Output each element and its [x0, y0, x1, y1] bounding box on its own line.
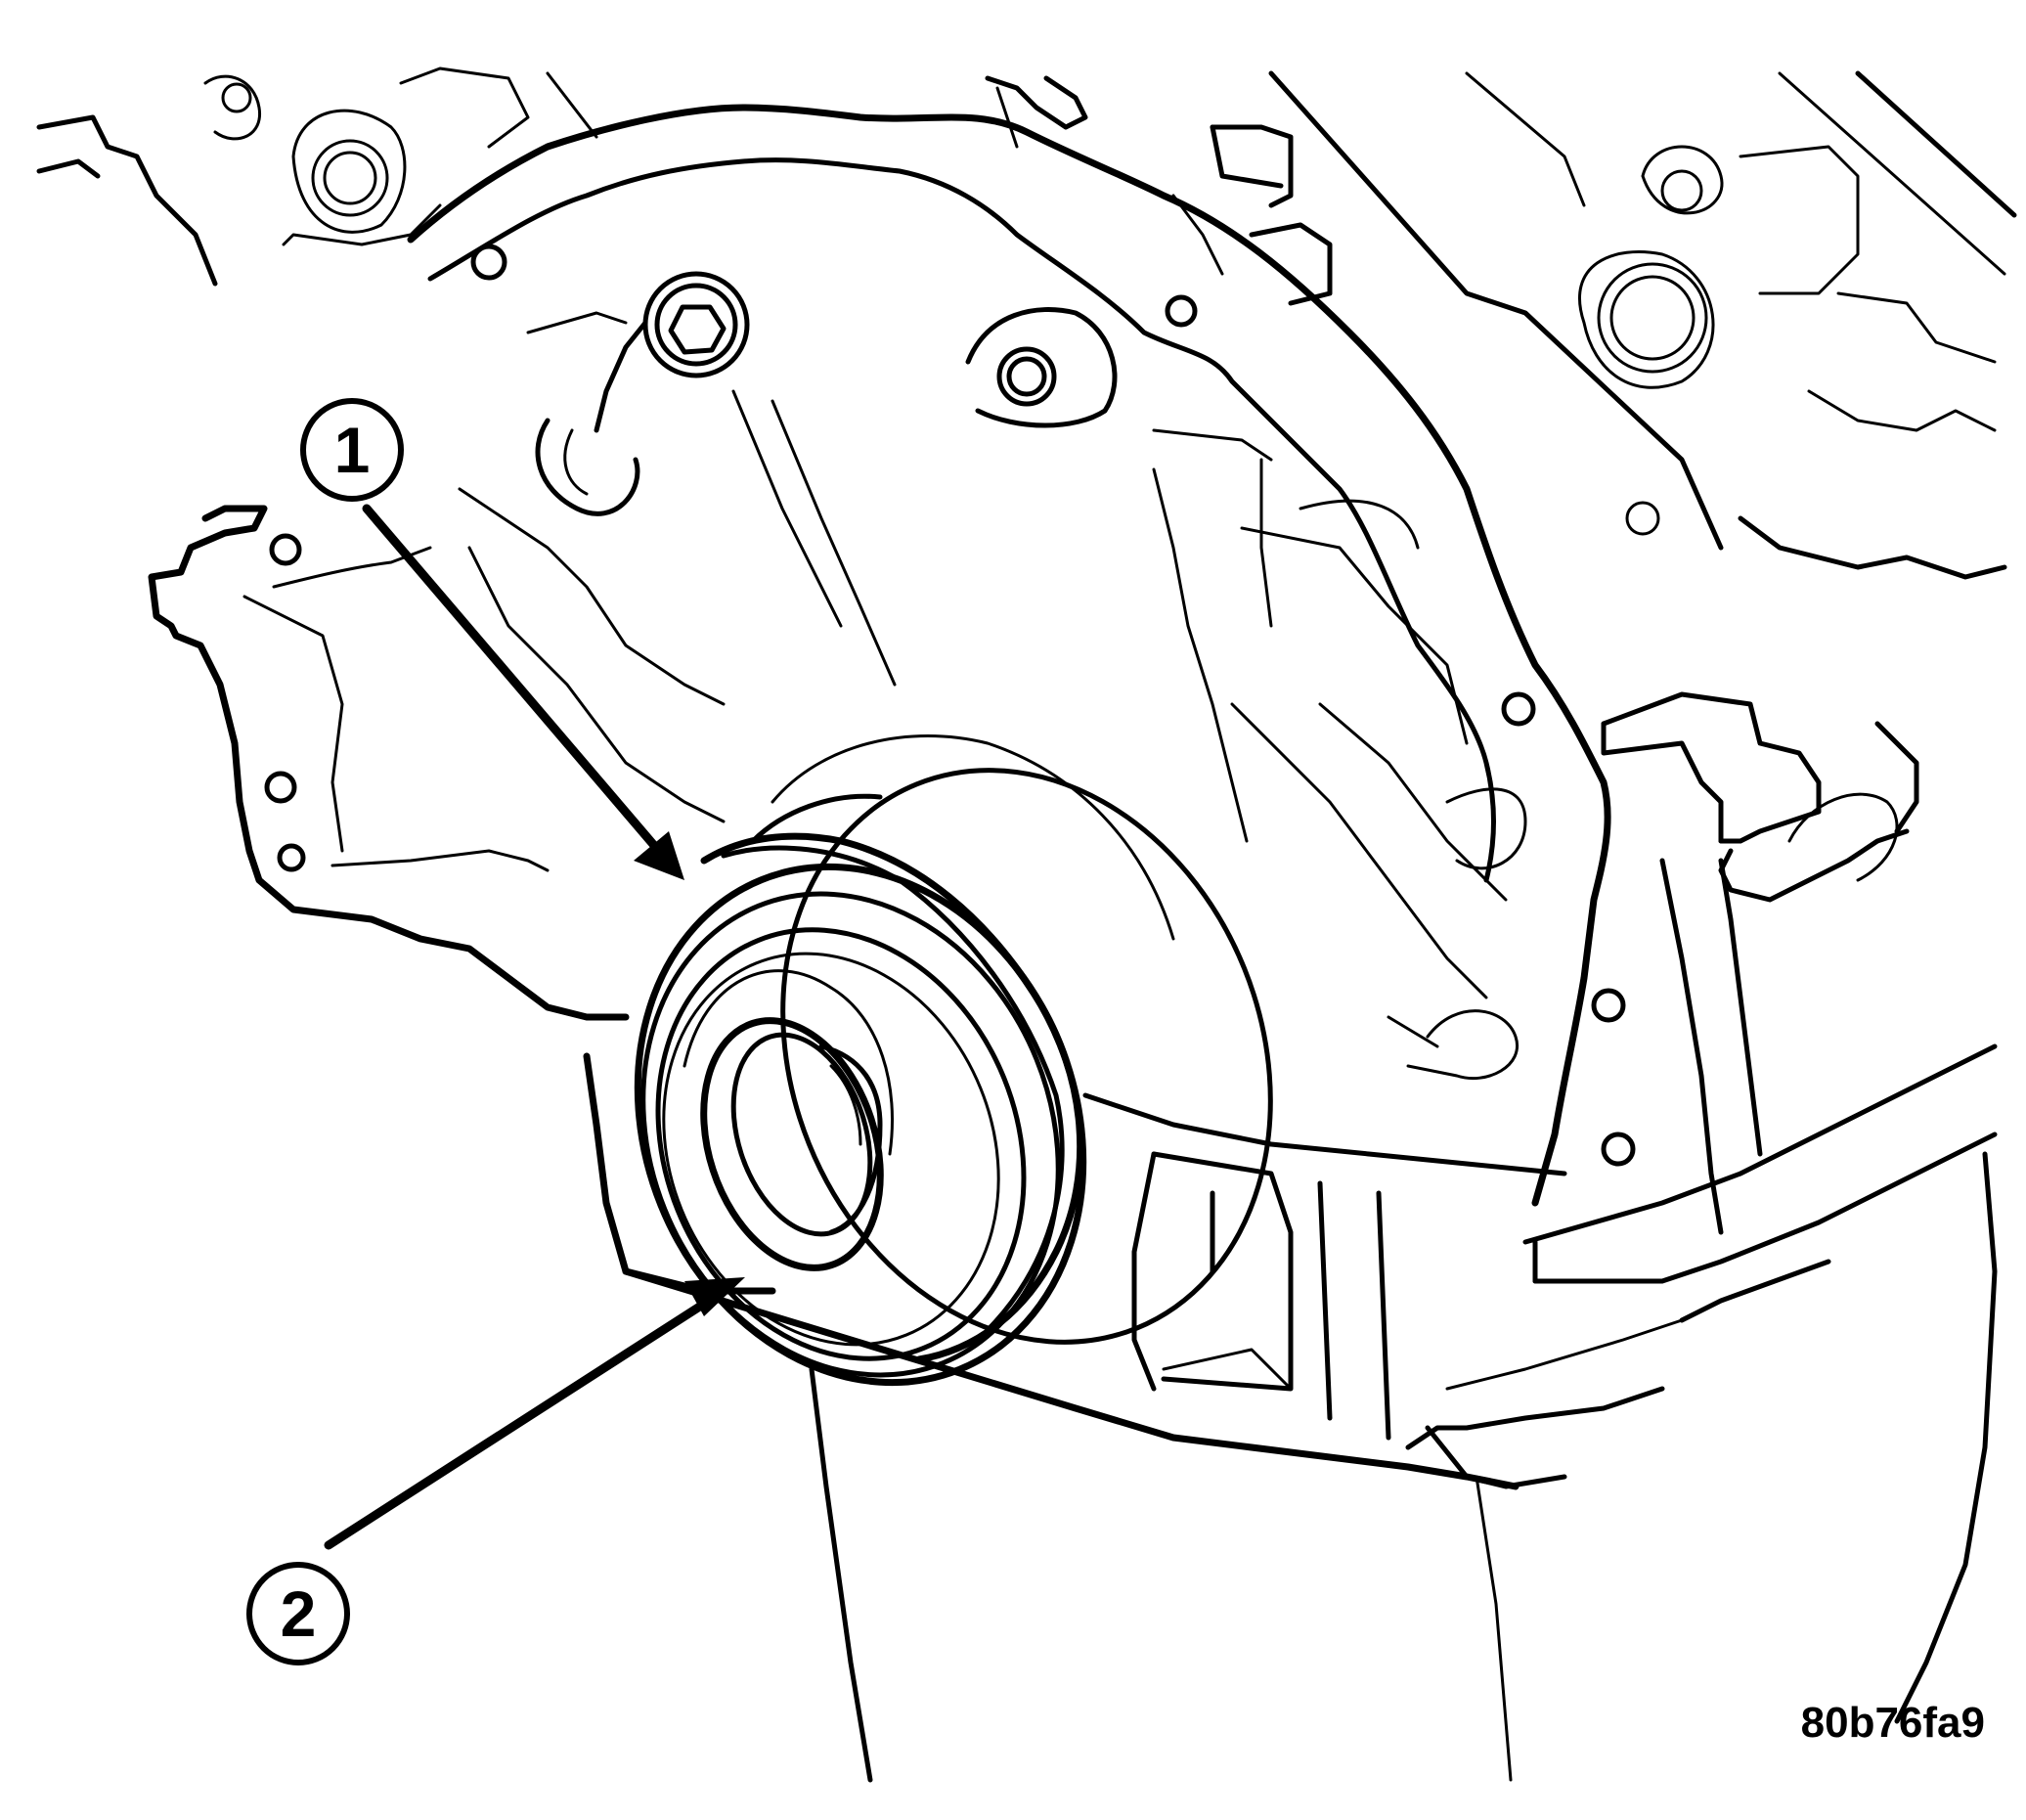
cover-upper-ledge	[985, 75, 1333, 306]
callout-2-circle	[246, 1562, 350, 1665]
callout-1-leader	[362, 504, 662, 854]
crankshaft-seal-assembly	[634, 734, 1273, 1387]
callout-1-label: 1	[334, 414, 371, 486]
callout-2-arrowhead	[684, 1277, 745, 1316]
cover-bolt-hole	[470, 244, 507, 281]
cover-bolt-hole	[1591, 988, 1626, 1023]
cover-left-flange	[148, 505, 630, 1021]
figure-id: 80b76fa9	[1801, 1699, 1985, 1747]
callout-2-label: 2	[281, 1577, 317, 1650]
cover-bolt-hole	[1165, 294, 1198, 328]
callout-2-leader	[324, 1294, 717, 1550]
hex-bolt-boss	[526, 271, 750, 433]
callout-arrows	[324, 504, 745, 1550]
cover-bolt-hole	[1501, 691, 1536, 727]
cover-pocket-left	[458, 389, 897, 823]
callout-2: 2	[246, 1562, 350, 1665]
callout-1-arrowhead	[634, 831, 684, 880]
engine-block-upper-right	[1268, 70, 2017, 580]
oil-pan-walls	[809, 1151, 1998, 1783]
center-bolt-boss	[965, 307, 1118, 428]
cover-right-pads	[1601, 691, 1919, 1235]
oil-pan-rail	[583, 1043, 1998, 1490]
callout-1: 1	[300, 398, 404, 502]
engine-block-upper-left	[36, 67, 598, 287]
cover-ribs	[1152, 428, 1527, 1081]
timing-cover-outline	[407, 104, 1611, 1207]
cover-bolt-hole	[1601, 1132, 1636, 1167]
callout-1-circle	[300, 398, 404, 502]
